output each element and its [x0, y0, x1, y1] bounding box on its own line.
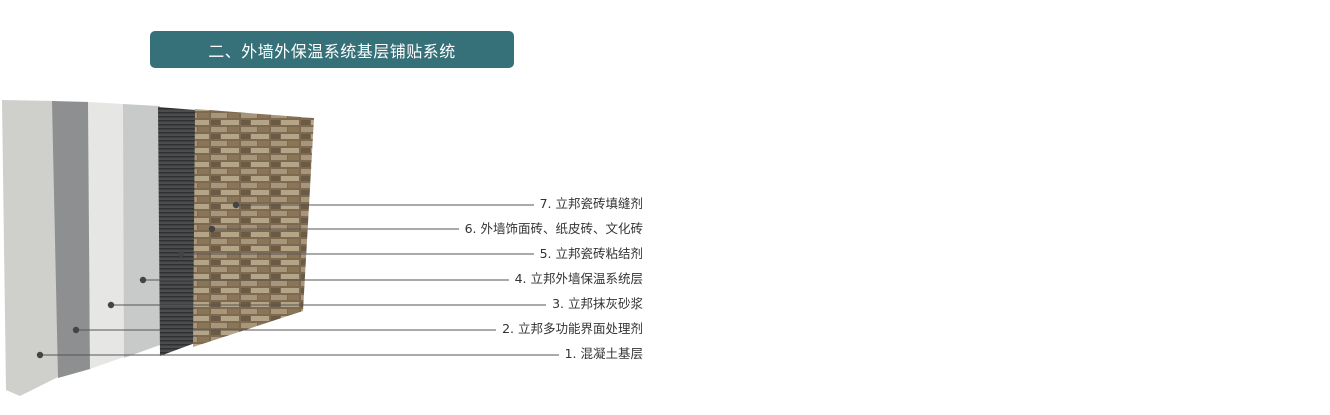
- layer-plaster-mortar: [88, 102, 124, 369]
- layer-insulation: [123, 104, 160, 358]
- layer-concrete: [2, 100, 58, 396]
- leader-dot-7: [232, 201, 240, 209]
- leader-dot-3: [107, 301, 115, 309]
- layer-label-7: 7. 立邦瓷砖填缝剂: [533, 196, 643, 212]
- layer-label-6: 6. 外墙饰面砖、纸皮砖、文化砖: [458, 221, 643, 237]
- layer-label-2: 2. 立邦多功能界面处理剂: [496, 321, 643, 337]
- leader-dot-4: [139, 276, 147, 284]
- leader-dot-1: [36, 351, 44, 359]
- layer-stone-tile: [193, 109, 314, 347]
- layer-label-3: 3. 立邦抹灰砂浆: [546, 296, 643, 312]
- layer-tile-adhesive: [158, 107, 196, 356]
- section-title: 二、外墙外保温系统基层铺贴系统: [150, 31, 514, 68]
- layer-interface-agent: [52, 101, 90, 378]
- leader-dot-6: [208, 225, 216, 233]
- layer-label-1: 1. 混凝土基层: [558, 346, 643, 362]
- leader-dot-5: [177, 250, 185, 258]
- leader-dot-2: [72, 326, 80, 334]
- layer-label-5: 5. 立邦瓷砖粘结剂: [533, 246, 643, 262]
- layer-label-4: 4. 立邦外墙保温系统层: [508, 271, 643, 287]
